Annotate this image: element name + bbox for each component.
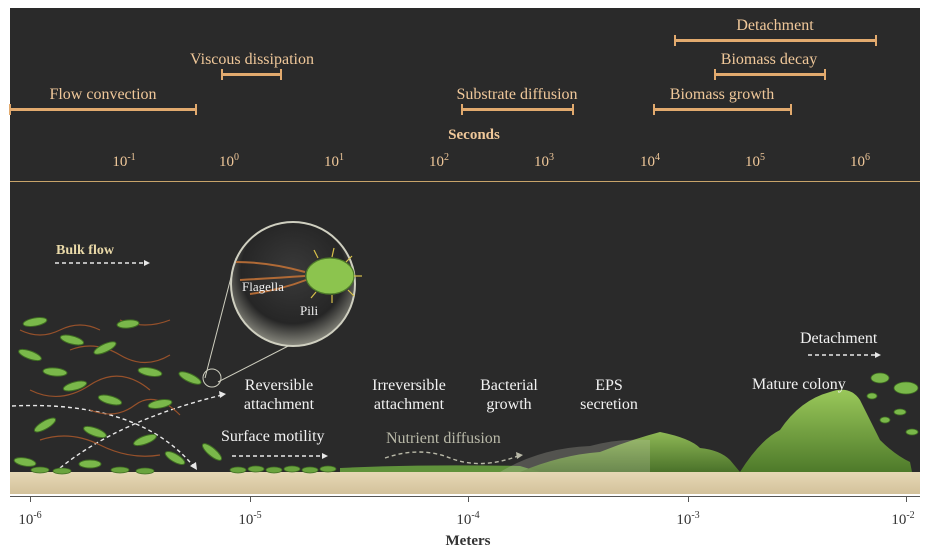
thin-biofilm-layer bbox=[340, 465, 540, 472]
meters-tick-label: 10-3 bbox=[676, 510, 700, 528]
attachment-arrowhead-a bbox=[190, 462, 197, 470]
meters-tick bbox=[906, 496, 907, 502]
mature-colony bbox=[740, 389, 912, 472]
meters-axis-title: Meters bbox=[445, 533, 491, 549]
seconds-tick-label: 10-1 bbox=[112, 152, 136, 170]
meters-tick-label: 10-6 bbox=[18, 510, 42, 528]
surface-motility-arrowhead bbox=[322, 453, 328, 459]
bulk-flow-label: Bulk flow bbox=[56, 243, 114, 258]
meters-tick-label: 10-4 bbox=[456, 510, 480, 528]
dark-panel bbox=[10, 8, 920, 474]
nutrient-diffusion-label: Nutrient diffusion bbox=[386, 430, 501, 447]
bar-detachment bbox=[674, 35, 877, 46]
meters-tick bbox=[250, 496, 251, 502]
bar-label-detachment: Detachment bbox=[736, 17, 814, 34]
meters-tick bbox=[30, 496, 31, 502]
meters-tick-label: 10-5 bbox=[238, 510, 262, 528]
seconds-tick-label: 102 bbox=[429, 152, 449, 170]
meters-tick bbox=[688, 496, 689, 502]
bar-label-substrate-diffusion: Substrate diffusion bbox=[456, 86, 578, 103]
detachment-label: Detachment bbox=[800, 330, 878, 347]
nutrient-diffusion-arrowhead bbox=[516, 452, 523, 459]
seconds-tick-label: 101 bbox=[324, 152, 344, 170]
magnified-bacterium bbox=[305, 257, 355, 295]
magnifier-pointer-b bbox=[217, 339, 301, 383]
eps-haze bbox=[500, 439, 650, 472]
seconds-axis-title: Seconds bbox=[448, 127, 500, 143]
seconds-tick-label: 105 bbox=[745, 152, 765, 170]
substrate-surface bbox=[10, 472, 920, 494]
flagella-label: Flagella bbox=[242, 279, 284, 294]
seconds-axis-line bbox=[10, 181, 920, 182]
attachment-arrow-b bbox=[59, 394, 223, 469]
seconds-tick-label: 100 bbox=[219, 152, 239, 170]
bar-substrate-diffusion bbox=[461, 104, 574, 115]
surface-motility-label: Surface motility bbox=[221, 428, 325, 445]
pili-label: Pili bbox=[300, 303, 319, 318]
magnifier-source bbox=[202, 368, 222, 388]
seconds-tick-label: 103 bbox=[534, 152, 554, 170]
bar-viscous-dissipation bbox=[221, 69, 282, 80]
mature-colony-label: Mature colony bbox=[752, 376, 846, 393]
attachment-arrowhead-b bbox=[219, 391, 226, 398]
bar-flow-convection bbox=[9, 104, 197, 115]
bar-label-biomass-decay: Biomass decay bbox=[720, 51, 818, 68]
bar-biomass-decay bbox=[714, 69, 826, 80]
nutrient-diffusion-arrow bbox=[384, 451, 519, 465]
attachment-arrow-a bbox=[11, 404, 196, 469]
bar-biomass-growth bbox=[653, 104, 792, 115]
bar-label-viscous-dissipation: Viscous dissipation bbox=[190, 51, 314, 68]
detachment-arrowhead bbox=[875, 352, 881, 358]
meters-axis-line bbox=[10, 496, 920, 497]
bar-label-flow-convection: Flow convection bbox=[49, 86, 157, 103]
detached-clusters bbox=[866, 372, 919, 436]
eps-biofilm bbox=[520, 432, 740, 472]
meters-tick bbox=[468, 496, 469, 502]
seconds-tick-label: 104 bbox=[640, 152, 660, 170]
meters-tick-label: 10-2 bbox=[891, 510, 915, 528]
bulk-flow-arrowhead bbox=[144, 260, 150, 266]
bar-label-biomass-growth: Biomass growth bbox=[669, 86, 775, 103]
seconds-tick-label: 106 bbox=[850, 152, 870, 170]
